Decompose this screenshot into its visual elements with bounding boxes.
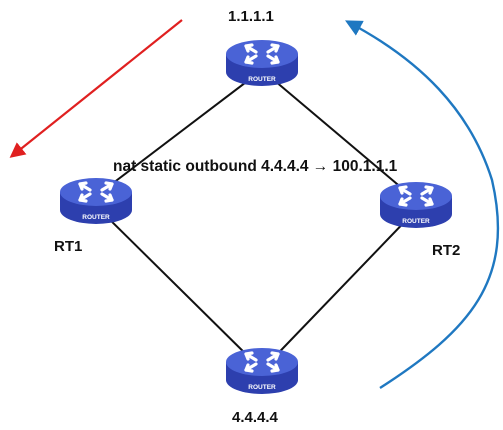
router-label-rt1: RT1 (54, 238, 83, 255)
links (95, 69, 417, 371)
arrow-red-icon (9, 19, 183, 158)
link-rt1-bottom (95, 205, 263, 371)
router-icon (224, 346, 300, 396)
router-label-top: 1.1.1.1 (228, 8, 274, 25)
link-rt2-bottom (261, 209, 417, 371)
router-icon (224, 38, 300, 88)
router-icon (378, 180, 454, 230)
router-label-rt2: RT2 (432, 242, 461, 259)
arrow-blue-icon (345, 20, 500, 390)
router-label-bottom: 4.4.4.4 (232, 409, 278, 426)
router-icon (58, 176, 134, 226)
link-top-rt1 (95, 69, 263, 197)
nat-command-label: nat static outbound 4.4.4.4 → 100.1.1.1 (113, 158, 398, 175)
link-top-rt2 (261, 69, 417, 201)
